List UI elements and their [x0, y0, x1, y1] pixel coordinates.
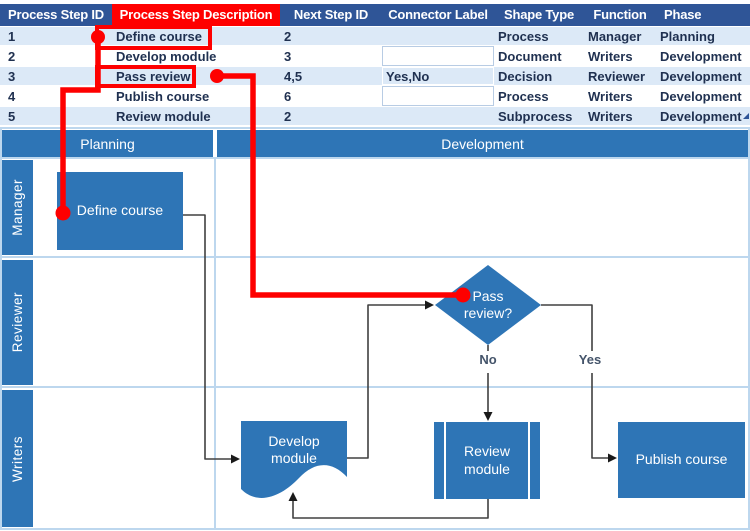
cell-next-step[interactable]: 2	[284, 108, 292, 124]
lane-divider-line	[2, 256, 748, 258]
shape-label-develop-module: Develop module	[268, 432, 320, 467]
cell-shape-type[interactable]: Subprocess	[498, 108, 573, 124]
shape-label-define-course: Define course	[76, 202, 164, 219]
cell-function[interactable]: Writers	[588, 88, 633, 104]
cell-function[interactable]: Reviewer	[588, 68, 646, 84]
table-header-row: Process Step ID Process Step Description…	[0, 4, 750, 26]
cell-function[interactable]: Writers	[588, 48, 633, 64]
col-header-process-step-description[interactable]: Process Step Description	[112, 4, 280, 26]
cell-connector-label[interactable]	[382, 46, 494, 66]
cell-connector-label[interactable]	[382, 86, 494, 106]
shape-label-publish-course: Publish course	[635, 451, 728, 468]
swimlane-header-reviewer[interactable]: Reviewer	[2, 260, 33, 385]
cell-shape-type[interactable]: Decision	[498, 68, 553, 84]
table-resize-handle[interactable]	[743, 113, 749, 119]
shape-label-pass-review: Pass review?	[463, 287, 513, 322]
lane-label: Manager	[10, 179, 25, 236]
cell-next-step[interactable]: 4,5	[284, 68, 303, 84]
cell-id[interactable]: 4	[8, 88, 16, 104]
swimlane-header-writers[interactable]: Writers	[2, 390, 33, 527]
phase-divider-line	[214, 159, 216, 528]
cell-phase[interactable]: Planning	[660, 28, 715, 44]
shape-label-review-module: Review module	[464, 443, 510, 477]
cell-connector-label[interactable]	[382, 27, 494, 45]
phase-header-planning[interactable]: Planning	[2, 130, 213, 157]
table-row: 2 Develop module 3 Document Writers Deve…	[0, 46, 750, 66]
table-row: 5 Review module 2 Subprocess Writers Dev…	[0, 106, 750, 126]
phase-label: Planning	[80, 135, 135, 152]
cell-description[interactable]: Pass review	[116, 68, 191, 84]
cell-phase[interactable]: Development	[660, 68, 742, 84]
cell-shape-type[interactable]: Process	[498, 28, 549, 44]
connector-label-no[interactable]: No	[468, 352, 508, 367]
subprocess-shape-review-module[interactable]	[434, 422, 540, 499]
annotation-box-pass-review	[95, 65, 196, 88]
swimlane-header-manager[interactable]: Manager	[2, 160, 33, 255]
cell-phase[interactable]: Development	[660, 48, 742, 64]
cell-connector-label[interactable]: Yes,No	[382, 67, 494, 85]
cell-phase[interactable]: Development	[660, 88, 742, 104]
cell-next-step[interactable]: 6	[284, 88, 292, 104]
col-header-function[interactable]: Function	[593, 7, 647, 22]
col-header-connector-label[interactable]: Connector Label	[388, 7, 488, 22]
process-shape-publish-course[interactable]	[618, 422, 745, 498]
document-shape-develop-module[interactable]	[241, 421, 347, 506]
table-row: 4 Publish course 6 Process Writers Devel…	[0, 86, 750, 106]
cell-next-step[interactable]: 3	[284, 48, 292, 64]
cell-shape-type[interactable]: Document	[498, 48, 562, 64]
cell-id[interactable]: 5	[8, 108, 16, 124]
col-header-next-step-id[interactable]: Next Step ID	[293, 7, 369, 22]
cell-description[interactable]: Define course	[116, 28, 202, 44]
phase-label: Development	[441, 135, 524, 152]
cell-id[interactable]: 2	[8, 48, 16, 64]
phase-header-development[interactable]: Development	[217, 130, 748, 157]
col-header-phase[interactable]: Phase	[664, 7, 702, 22]
cell-id[interactable]: 1	[8, 28, 16, 44]
cell-description[interactable]: Review module	[116, 108, 211, 124]
cell-description[interactable]: Develop module	[116, 48, 217, 64]
cell-connector-label[interactable]	[382, 107, 494, 125]
cell-description[interactable]: Publish course	[116, 88, 210, 104]
cell-function[interactable]: Manager	[588, 28, 642, 44]
table-row: 1 Define course 2 Process Manager Planni…	[0, 26, 750, 46]
cell-function[interactable]: Writers	[588, 108, 633, 124]
lane-label: Reviewer	[10, 292, 25, 353]
cell-phase[interactable]: Development	[660, 108, 742, 124]
lane-divider-line	[2, 386, 748, 388]
phase-band-divider-line	[2, 157, 748, 159]
col-header-process-step-id[interactable]: Process Step ID	[8, 7, 104, 22]
cell-shape-type[interactable]: Process	[498, 88, 549, 104]
cell-id[interactable]: 3	[8, 68, 16, 84]
annotation-box-define-course	[95, 25, 212, 50]
cell-next-step[interactable]: 2	[284, 28, 292, 44]
connector-label-yes[interactable]: Yes	[570, 352, 610, 367]
lane-label: Writers	[10, 435, 25, 482]
col-header-shape-type[interactable]: Shape Type	[503, 7, 574, 22]
